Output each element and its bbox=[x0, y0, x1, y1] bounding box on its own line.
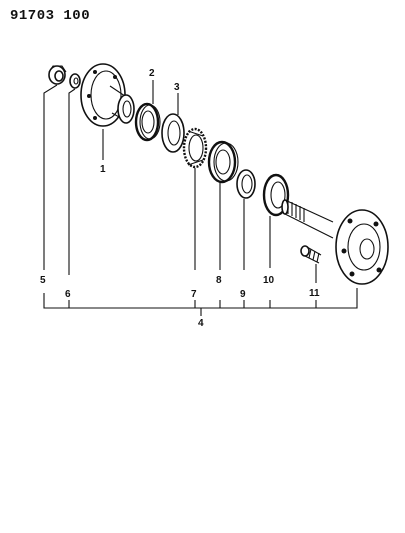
stud-bolt-part bbox=[300, 245, 322, 264]
retainer-ring-part bbox=[236, 169, 256, 199]
callout-8: 8 bbox=[216, 275, 222, 286]
gear-ring-part bbox=[182, 127, 208, 169]
callout-3: 3 bbox=[174, 82, 180, 93]
outer-bearing-part bbox=[207, 140, 239, 184]
hub-flange-part bbox=[80, 63, 135, 127]
callout-5: 5 bbox=[40, 275, 46, 286]
oil-seal-part bbox=[262, 173, 290, 217]
callout-6: 6 bbox=[65, 289, 71, 300]
washer-part bbox=[69, 73, 81, 89]
callout-1: 1 bbox=[100, 164, 106, 175]
axle-shaft-part bbox=[281, 199, 389, 285]
callout-9: 9 bbox=[240, 289, 246, 300]
leader-lines bbox=[43, 80, 358, 316]
callout-7: 7 bbox=[191, 289, 197, 300]
callout-4: 4 bbox=[198, 318, 204, 329]
spacer-ring-part bbox=[161, 113, 185, 153]
bearing-part bbox=[134, 102, 161, 142]
diagram-code: 91703 100 bbox=[10, 8, 91, 24]
nut-part bbox=[48, 65, 67, 85]
callout-2: 2 bbox=[149, 68, 155, 79]
callout-11: 11 bbox=[309, 288, 320, 299]
callout-10: 10 bbox=[263, 275, 275, 286]
